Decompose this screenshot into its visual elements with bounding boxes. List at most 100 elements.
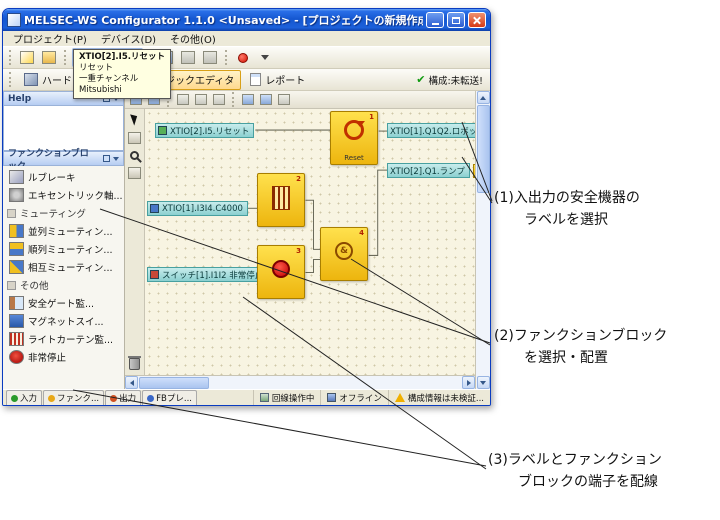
emergency-stop-icon bbox=[9, 350, 24, 364]
status-bar: 入力 ファンク... 出力 FBプレ... 回線操作中 オフライン 構成情報は未… bbox=[3, 389, 490, 405]
zoom-in-icon bbox=[260, 94, 272, 105]
fb-group-muting[interactable]: ミューティング bbox=[3, 204, 124, 222]
zoom-out-button[interactable] bbox=[240, 92, 256, 107]
fb-item-label: 非常停止 bbox=[28, 353, 67, 364]
offline-icon bbox=[327, 393, 337, 402]
horizontal-scroll-thumb[interactable] bbox=[139, 376, 209, 389]
vertical-scrollbar[interactable] bbox=[475, 91, 490, 389]
mode-icon bbox=[259, 393, 269, 402]
print-button[interactable] bbox=[276, 92, 292, 107]
new-project-button[interactable] bbox=[17, 48, 37, 67]
tab-report[interactable]: レポート bbox=[243, 70, 312, 90]
select-tool-button[interactable] bbox=[129, 112, 140, 126]
menu-others[interactable]: その他(O) bbox=[170, 35, 216, 46]
collapse-icon[interactable] bbox=[113, 156, 119, 161]
wire-lines bbox=[247, 129, 388, 275]
download-config-button[interactable] bbox=[200, 48, 220, 67]
fb-item-sequential-muting[interactable]: 順列ミューティン... bbox=[3, 240, 124, 258]
horizontal-scrollbar[interactable] bbox=[125, 375, 475, 389]
menu-device[interactable]: デバイス(D) bbox=[100, 35, 157, 46]
output-tag-lamp-group[interactable]: XTIO[2].Q1.ランプ bbox=[387, 163, 475, 178]
comment-tool-button[interactable] bbox=[128, 167, 141, 179]
copy-button[interactable] bbox=[193, 92, 209, 107]
minimize-button[interactable] bbox=[426, 12, 444, 28]
canvas-column: XTIO[2].I5.リセット XTIO[1].I3I4.C4000 スイッチ[… bbox=[125, 91, 475, 389]
fb-panel-header[interactable]: ファンクションブロック bbox=[3, 149, 124, 172]
reset-block-icon bbox=[344, 120, 365, 140]
scroll-up-button[interactable] bbox=[476, 91, 490, 104]
fb-item-brake[interactable]: ルブレーキ bbox=[3, 168, 124, 186]
status-mode: 回線操作中 bbox=[252, 390, 321, 405]
title-bar[interactable]: MELSEC-WS Configurator 1.1.0 <Unsaved> -… bbox=[3, 9, 490, 31]
fb-item-label: マグネットスイ... bbox=[28, 317, 104, 328]
tab-fb-preview[interactable]: FBプレ... bbox=[142, 390, 197, 405]
canvas-wrap: XTIO[2].I5.リセット XTIO[1].I3I4.C4000 スイッチ[… bbox=[125, 109, 475, 375]
scroll-right-button[interactable] bbox=[462, 376, 475, 389]
tab-inputs[interactable]: 入力 bbox=[6, 390, 43, 405]
pin-icon[interactable] bbox=[103, 155, 110, 162]
input-tag-reset[interactable]: XTIO[2].I5.リセット bbox=[155, 123, 255, 138]
group-icon bbox=[7, 280, 16, 290]
fb-item-label: 安全ゲート監... bbox=[28, 299, 95, 310]
and-block[interactable]: 4 & bbox=[320, 227, 368, 281]
cut-button[interactable] bbox=[175, 92, 191, 107]
input-tag-estop[interactable]: スイッチ[1].I1I2 非常停止 bbox=[147, 267, 269, 282]
input-tag-icon bbox=[158, 126, 167, 135]
reset-block[interactable]: 1 Reset bbox=[330, 111, 378, 165]
zoom-in-button[interactable] bbox=[258, 92, 274, 107]
light-curtain-block[interactable]: 2 bbox=[257, 173, 305, 227]
zoom-tool-button[interactable] bbox=[130, 151, 139, 160]
maximize-button[interactable] bbox=[447, 12, 465, 28]
output-tag-robot[interactable]: XTIO[1].Q1Q2.ロボット bbox=[387, 123, 475, 138]
input-tag-c4000[interactable]: XTIO[1].I3I4.C4000 bbox=[147, 201, 248, 216]
estop-block[interactable]: 3 bbox=[257, 245, 305, 299]
tab-report-label: レポート bbox=[265, 76, 306, 87]
copy-icon bbox=[195, 94, 207, 105]
tab-outputs[interactable]: 出力 bbox=[105, 390, 142, 405]
toolbar-dropdown-button[interactable] bbox=[255, 48, 275, 67]
fb-item-label: 順列ミューティン... bbox=[28, 245, 113, 256]
tab-label: FBプレ... bbox=[156, 394, 192, 404]
wire-tool-button[interactable] bbox=[128, 132, 141, 144]
sequential-muting-icon bbox=[9, 242, 24, 256]
tab-function-blocks[interactable]: ファンク... bbox=[43, 390, 105, 405]
fb-item-magnet-switch[interactable]: マグネットスイ... bbox=[3, 312, 124, 330]
status-connection-text: オフライン bbox=[339, 393, 382, 404]
tooltip-line: Mitsubishi bbox=[79, 85, 122, 96]
upload-config-button[interactable] bbox=[178, 48, 198, 67]
status-connection: オフライン bbox=[320, 390, 388, 405]
output-tag-robot-group[interactable]: XTIO[1].Q1Q2.ロボット bbox=[387, 123, 475, 138]
and-block-icon: & bbox=[335, 242, 353, 260]
fb-group-others[interactable]: その他 bbox=[3, 276, 124, 294]
paste-button[interactable] bbox=[211, 92, 227, 107]
fb-item-light-curtain[interactable]: ライトカーテン監... bbox=[3, 330, 124, 348]
input-dot-icon bbox=[11, 394, 18, 402]
close-icon bbox=[473, 16, 481, 24]
trash-icon[interactable] bbox=[128, 356, 141, 370]
fb-item-safety-gate[interactable]: 安全ゲート監... bbox=[3, 294, 124, 312]
logic-canvas[interactable]: XTIO[2].I5.リセット XTIO[1].I3I4.C4000 スイッチ[… bbox=[145, 109, 475, 375]
record-button[interactable] bbox=[233, 48, 253, 67]
input-tag-label: XTIO[2].I5.リセット bbox=[170, 126, 250, 137]
open-project-button[interactable] bbox=[39, 48, 59, 67]
scroll-left-button[interactable] bbox=[125, 376, 138, 389]
status-message: 構成情報は未検証... bbox=[387, 390, 490, 405]
function-dot-icon bbox=[48, 394, 56, 402]
tab-label: ファンク... bbox=[57, 394, 100, 404]
block-number: 4 bbox=[359, 229, 364, 237]
hardware-config-icon bbox=[24, 73, 38, 86]
vertical-scroll-thumb[interactable] bbox=[476, 105, 490, 193]
fb-item-parallel-muting[interactable]: 並列ミューティン... bbox=[3, 222, 124, 240]
close-button[interactable] bbox=[468, 12, 486, 28]
download-icon bbox=[203, 51, 217, 64]
menu-project[interactable]: プロジェクト(P) bbox=[13, 35, 87, 46]
output-tag-lamp[interactable]: XTIO[2].Q1.ランプ bbox=[387, 163, 470, 178]
fb-item-emergency-stop[interactable]: 非常停止 bbox=[3, 348, 124, 366]
magnifier-icon bbox=[130, 151, 139, 160]
record-icon bbox=[238, 52, 248, 63]
fb-item-cross-muting[interactable]: 相互ミューティン... bbox=[3, 258, 124, 276]
scroll-down-button[interactable] bbox=[476, 376, 490, 389]
fb-item-eccentric-axis[interactable]: エキセントリック軸... bbox=[3, 186, 124, 204]
annotation-3: (3)ラベルとファンクション ブロックの端子を配線 bbox=[488, 450, 662, 493]
annotation-text: ラベルを選択 bbox=[524, 211, 608, 228]
